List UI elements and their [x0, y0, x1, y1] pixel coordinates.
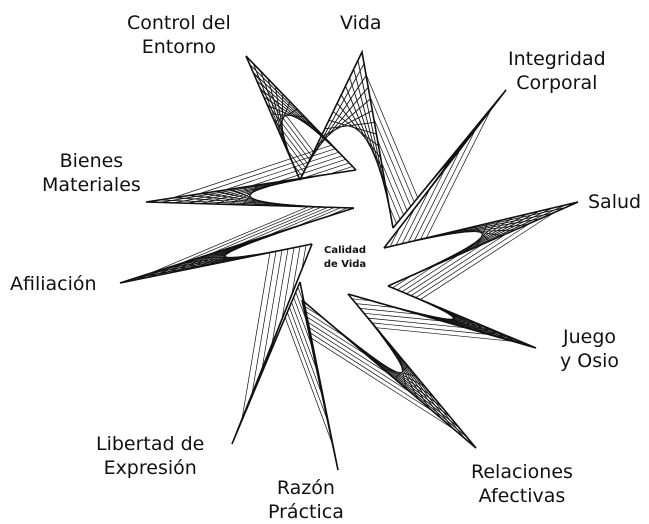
- connector-thread-7-3: [262, 250, 282, 369]
- label-afiliacion-line-1: Afiliación: [10, 272, 97, 296]
- label-libertad-de-expresion: Libertad de Expresión: [96, 432, 204, 480]
- connector-thread-3-5: [402, 255, 459, 292]
- connector-thread-2-1: [426, 110, 490, 238]
- label-juego-line-2: y Osio: [560, 349, 619, 373]
- label-bienes-materiales: Bienes Materiales: [42, 149, 141, 197]
- connector-thread-3-1: [420, 213, 554, 300]
- connector-thread-2-5: [402, 189, 430, 244]
- label-razon-line-1: Razón: [268, 476, 344, 500]
- label-relaciones-afectivas: Relaciones Afectivas: [471, 460, 573, 508]
- connector-thread-2-3: [414, 149, 460, 241]
- label-salud-line-1: Salud: [588, 190, 641, 214]
- label-bienes-line-1: Bienes: [42, 149, 141, 173]
- thread-1-9: [325, 122, 375, 128]
- connector-thread-7-5: [282, 248, 294, 319]
- connector-thread-9-3: [225, 152, 339, 190]
- star-arm-2: [384, 90, 506, 248]
- star-arm-1: [300, 52, 393, 228]
- connector-thread-3-4: [407, 244, 484, 294]
- label-integridad-line-1: Integridad: [508, 47, 606, 71]
- connector-thread-9-6: [304, 163, 350, 178]
- thread-1-14: [304, 64, 364, 172]
- thread-3-3: [426, 211, 539, 269]
- label-juego-line-1: Juego: [560, 325, 619, 349]
- connector-thread-5-2: [309, 332, 433, 411]
- connector-thread-5-3: [308, 327, 411, 393]
- thread-5-3: [337, 330, 451, 418]
- label-relaciones-line-2: Afectivas: [471, 484, 573, 508]
- connector-thread-3-3: [411, 234, 507, 296]
- label-bienes-line-2: Materiales: [42, 173, 141, 197]
- center-label-line-2: de Vida: [310, 258, 380, 272]
- label-razon-practica: Razón Práctica: [268, 476, 344, 524]
- label-afiliacion: Afiliación: [10, 272, 97, 296]
- label-control-del-entorno: Control del Entorno: [127, 11, 231, 59]
- connector-thread-3-2: [416, 223, 531, 298]
- connector-thread-8-5: [266, 207, 334, 236]
- connector-thread-7-2: [252, 251, 276, 394]
- label-juego-y-osio: Juego y Osio: [560, 325, 619, 373]
- label-salud: Salud: [588, 190, 641, 214]
- connector-thread-8-4: [237, 207, 328, 245]
- center-label-calidad-de-vida: Calidad de Vida: [310, 244, 380, 272]
- label-vida-line-1: Vida: [340, 11, 382, 35]
- connector-thread-2-4: [408, 169, 445, 242]
- label-libertad-line-1: Libertad de: [96, 432, 204, 456]
- connector-thread-7-1: [242, 253, 270, 420]
- thread-1-6: [337, 103, 380, 157]
- label-libertad-line-2: Expresión: [96, 456, 204, 480]
- connector-thread-3-6: [397, 265, 435, 290]
- connector-thread-9-5: [277, 159, 345, 182]
- label-control-line-1: Control del: [127, 11, 231, 35]
- label-integridad-line-2: Corporal: [508, 71, 606, 95]
- connector-thread-8-1: [149, 207, 308, 274]
- thread-1-3: [350, 78, 387, 193]
- connector-thread-5-1: [310, 337, 454, 429]
- label-integridad-corporal: Integridad Corporal: [508, 47, 606, 95]
- center-label-line-1: Calidad: [310, 244, 380, 258]
- label-razon-line-2: Práctica: [268, 500, 344, 524]
- thread-1-7: [333, 112, 378, 146]
- label-relaciones-line-1: Relaciones: [471, 460, 573, 484]
- connector-thread-8-3: [208, 207, 322, 255]
- label-vida: Vida: [340, 11, 382, 35]
- label-control-line-2: Entorno: [127, 35, 231, 59]
- star-arm-6: [300, 282, 338, 470]
